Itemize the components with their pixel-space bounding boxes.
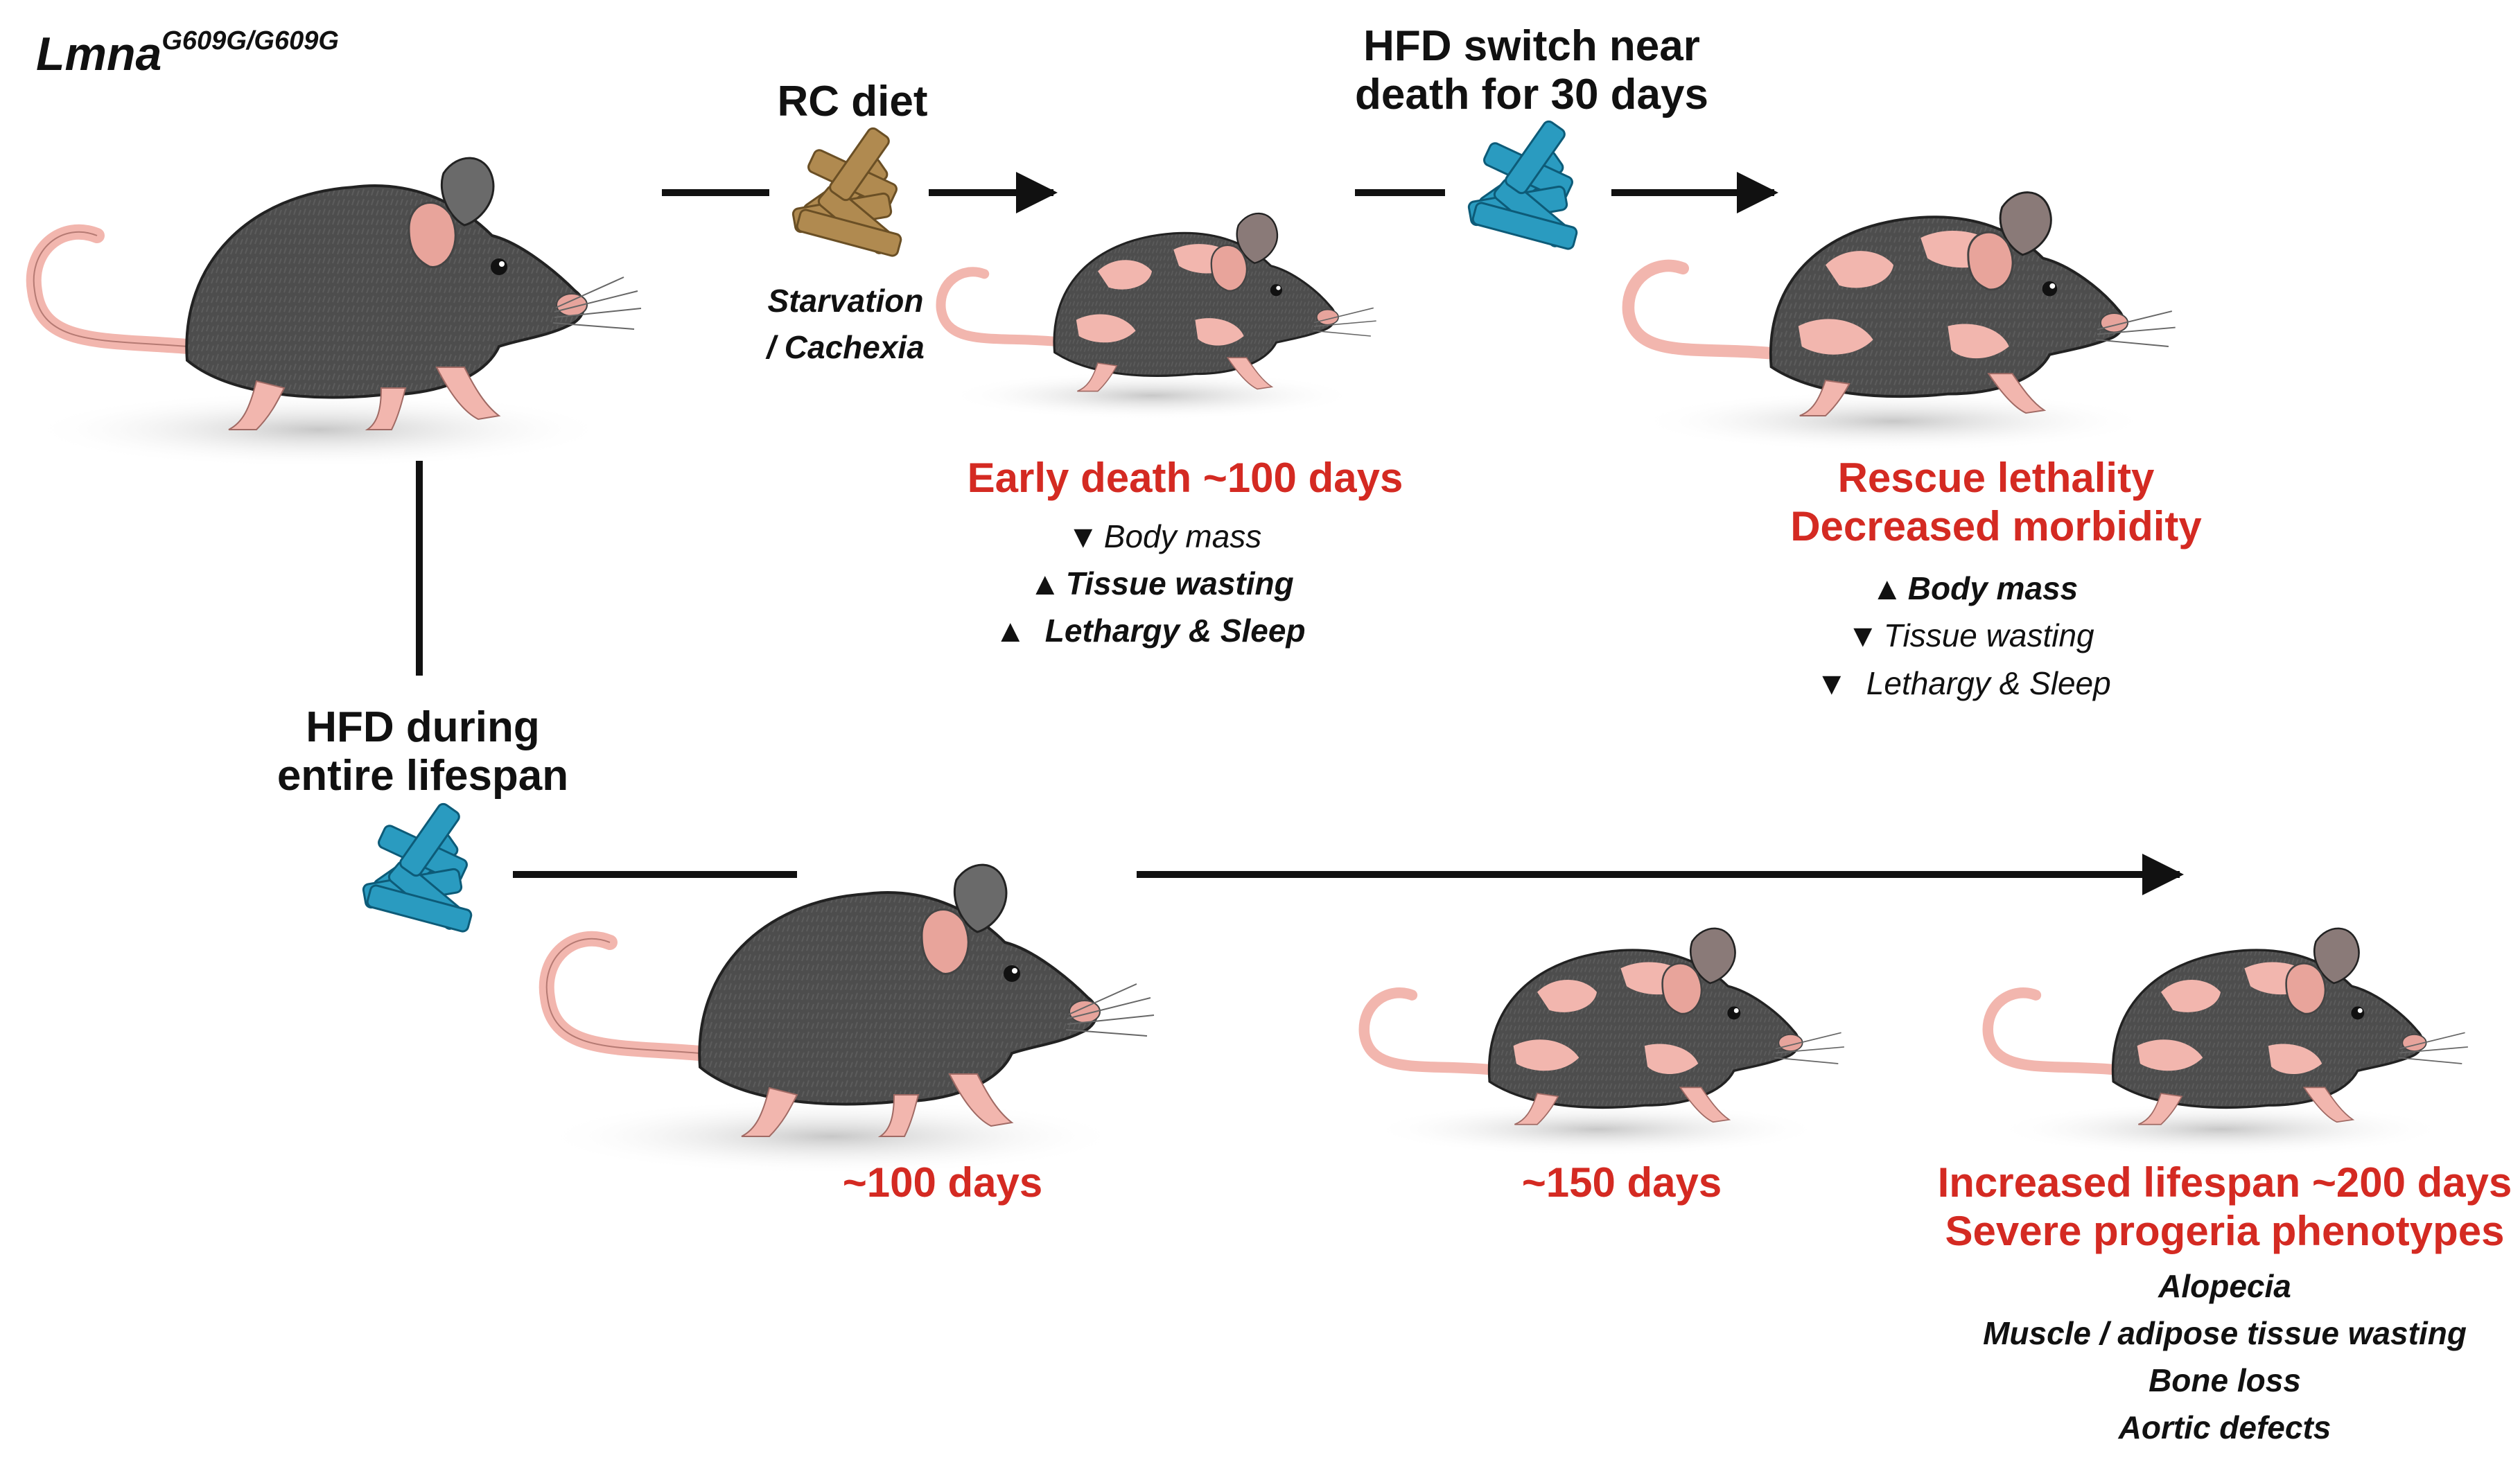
hfd-switch-label-line-2: death for 30 days [1355, 71, 1708, 118]
phenotype-2: Muscle / adipose tissue wasting [1983, 1315, 2467, 1351]
hfd-switch-change-2-text: Tissue wasting [1883, 617, 2094, 653]
gene-name: Lmna [36, 28, 162, 80]
down-arrow-icon: ▼ [1816, 665, 1848, 701]
down-arrow-icon: ▼ [1847, 617, 1879, 653]
hfd-switch-change-1-text: Body mass [1907, 570, 2079, 606]
rc-change-2-text: Tissue wasting [1065, 565, 1294, 601]
rc-effect-line-1: Starvation [767, 283, 924, 319]
rc-chow-icon [791, 125, 904, 258]
rc-outcome: Early death ~100 days [967, 455, 1403, 501]
hfd-lifespan-chow-icon [361, 800, 474, 934]
hfd-switch-outcome-line-1: Rescue lethality [1837, 455, 2155, 501]
hfd-lifespan-label-line-1: HFD during [306, 703, 540, 751]
down-arrow-icon: ▼ [1067, 518, 1099, 554]
up-arrow-icon: ▲ [1029, 565, 1061, 601]
mouse-start-healthy [28, 158, 641, 468]
timepoint-100-days: ~100 days [842, 1159, 1043, 1206]
phenotype-4: Aortic defects [2118, 1409, 2331, 1445]
rc-change-1-text: Body mass [1103, 518, 1262, 554]
rc-diet-label: RC diet [777, 78, 928, 125]
rc-change-1: ▼ Body mass [1067, 513, 1261, 560]
hfd-switch-change-2: ▼ Tissue wasting [1847, 612, 2094, 659]
rc-change-3-text: Lethargy & Sleep [1044, 613, 1306, 649]
mouse-hfd-150-days [1364, 929, 1844, 1156]
hfd-lifespan-label-line-2: entire lifespan [277, 752, 569, 800]
rc-effect-line-2: / Cachexia [767, 329, 925, 365]
mouse-hfd-100-days [541, 865, 1154, 1175]
phenotype-3: Bone loss [2149, 1362, 2301, 1398]
lifespan-outcome-line-1: Increased lifespan ~200 days [1937, 1159, 2512, 1206]
mouse-rc-progeroid [941, 213, 1376, 420]
mouse-hfd-200-days [1988, 929, 2468, 1156]
allele-superscript: G609G/G609G [161, 26, 339, 55]
genotype-label: LmnaG609G/G609G [36, 26, 339, 81]
hfd-switch-change-3: ▼ Lethargy & Sleep [1816, 660, 2111, 707]
up-arrow-icon: ▲ [995, 613, 1026, 649]
hfd-switch-change-3-text: Lethargy & Sleep [1866, 665, 2111, 701]
rc-change-2: ▲ Tissue wasting [1029, 560, 1294, 607]
lifespan-outcome-line-2: Severe progeria phenotypes [1945, 1208, 2505, 1254]
rc-change-3: ▲ Lethargy & Sleep [995, 607, 1306, 654]
hfd-chow-icon [1467, 118, 1580, 252]
hfd-switch-outcome-line-2: Decreased morbidity [1790, 503, 2202, 549]
phenotype-1: Alopecia [2158, 1268, 2291, 1304]
hfd-switch-label-line-1: HFD switch near [1363, 22, 1700, 70]
mouse-hfd-switch-rescued [1628, 193, 2175, 452]
up-arrow-icon: ▲ [1871, 570, 1903, 606]
timepoint-150-days: ~150 days [1521, 1159, 1722, 1206]
hfd-switch-change-1: ▲ Body mass [1871, 565, 2078, 612]
